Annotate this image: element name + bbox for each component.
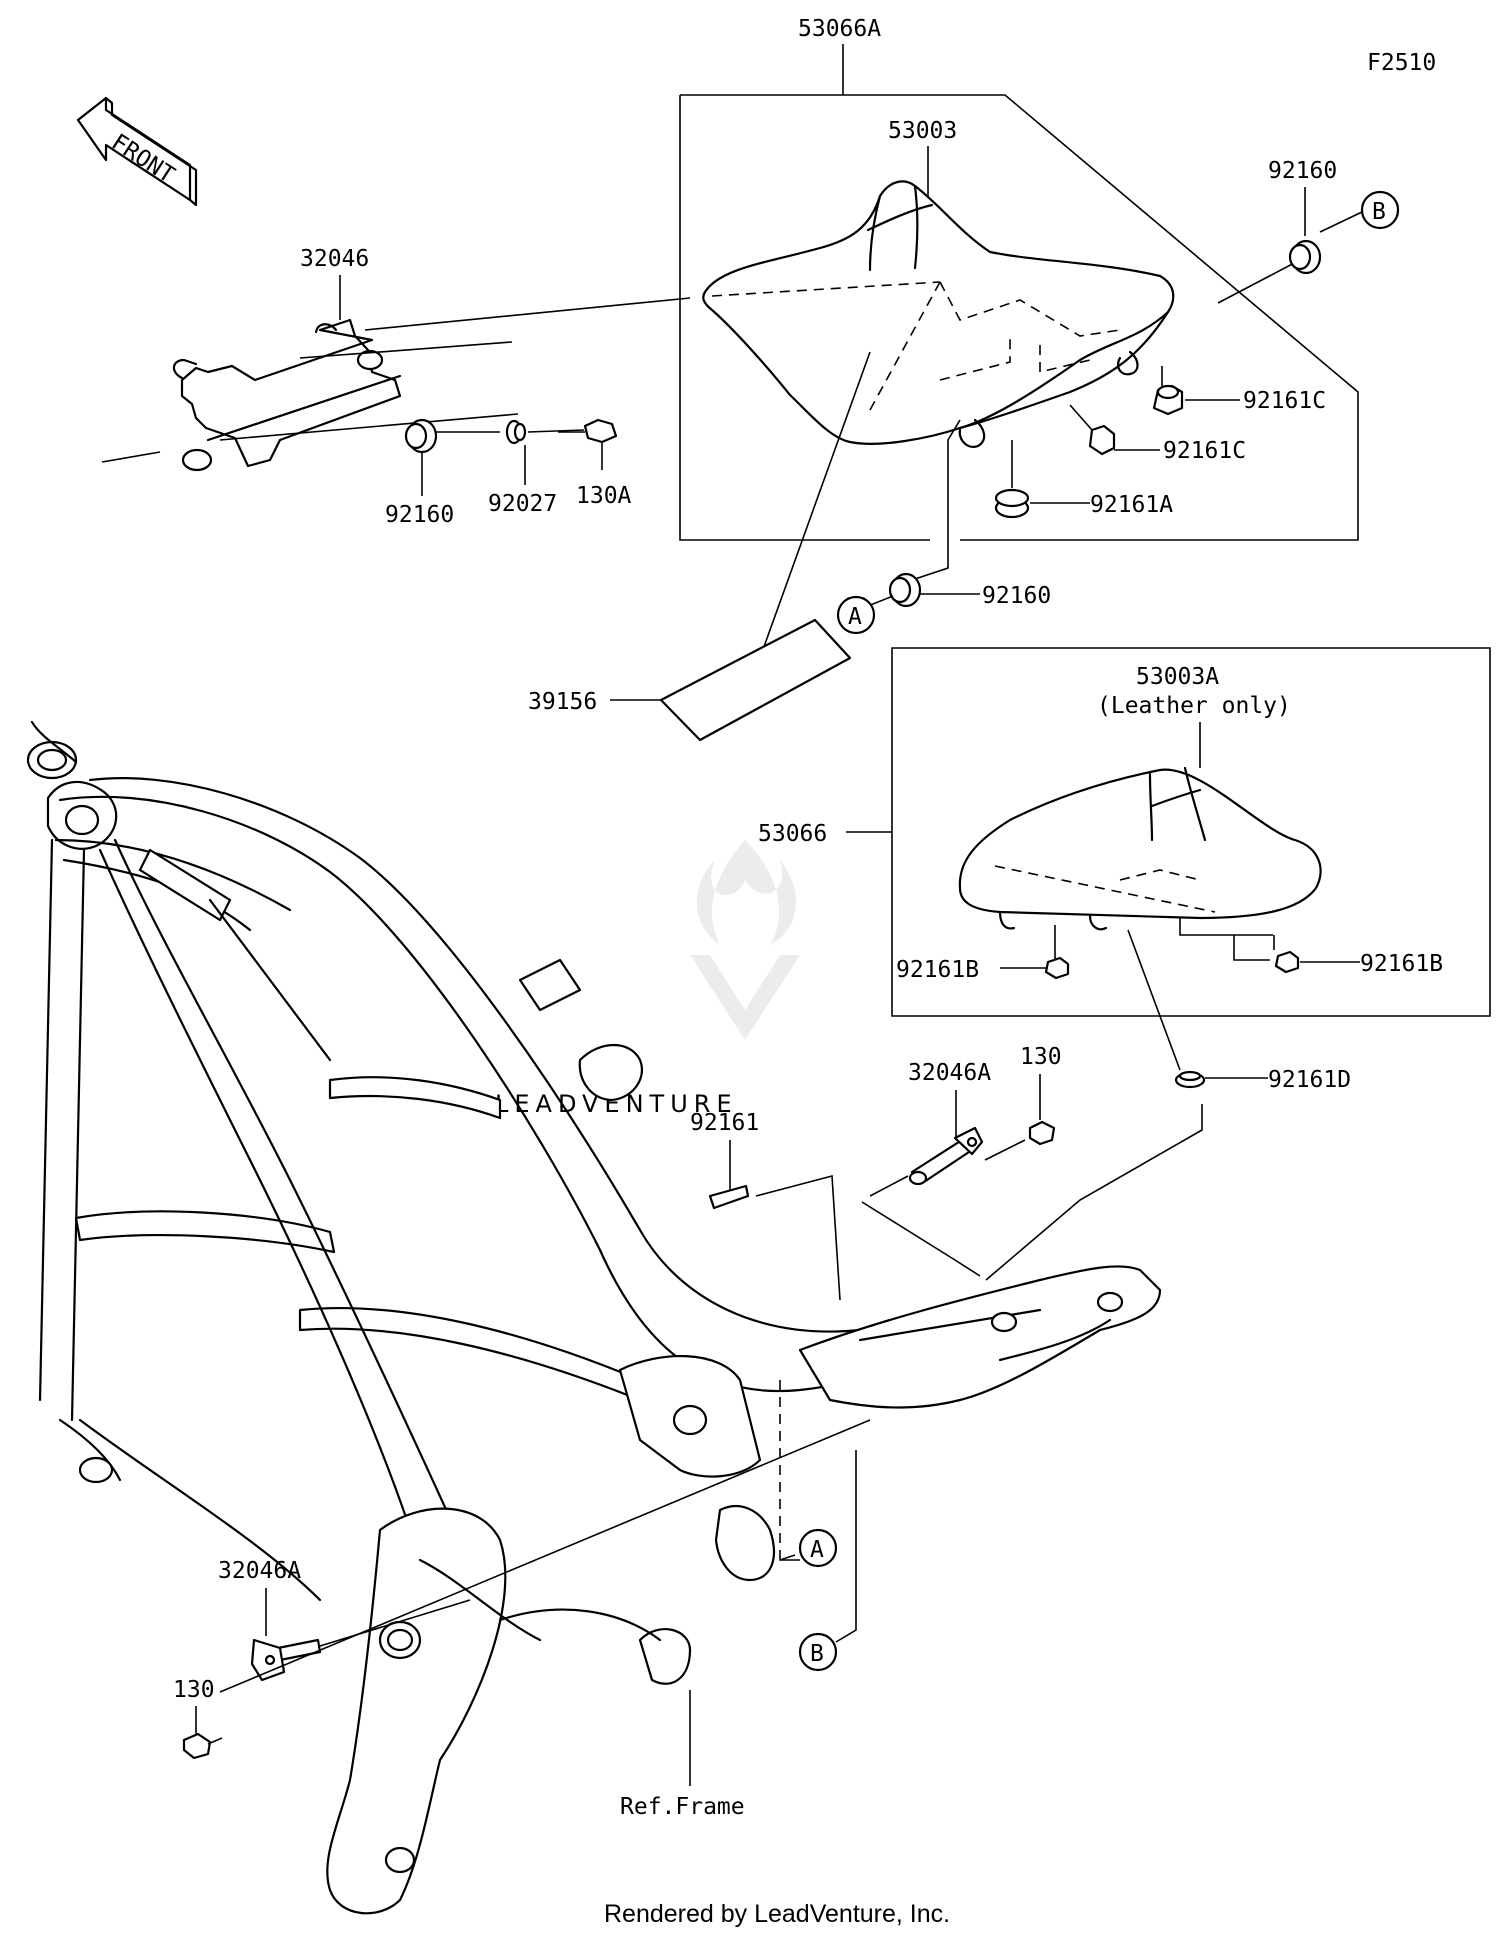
label-damper-left: 92160 [385, 502, 454, 528]
label-washer: 92027 [488, 491, 557, 517]
footer-credit: Rendered by LeadVenture, Inc. [604, 1900, 950, 1928]
bolt-left-icon [182, 1732, 223, 1760]
label-pin-left: 32046A [218, 1558, 301, 1584]
figure-code: F2510 [1367, 50, 1436, 76]
label-damper-b-right: 92161B [1360, 951, 1443, 977]
damper-left-icon [404, 418, 438, 454]
label-damper-a-callout: 92160 [982, 583, 1051, 609]
seat-cover-assembly-group: 53066 53003A (Leather only) 92161B [758, 647, 1491, 1017]
callout-a-bottom-text: A [810, 1537, 824, 1563]
label-seat-cover-note: (Leather only) [1097, 693, 1291, 719]
damper-c-upper-icon [1152, 384, 1184, 416]
seat-assembly-group: 53066A 53003 92160 [364, 16, 1400, 541]
washer-icon [505, 419, 527, 445]
label-damper-frame: 92161 [690, 1110, 759, 1136]
label-damper-a: 92161A [1090, 492, 1173, 518]
damper-a-icon [994, 488, 1030, 519]
callout-b-top-text: B [1372, 199, 1386, 225]
damper-a-callout-icon [888, 572, 922, 608]
label-ref-frame: Ref.Frame [620, 1794, 745, 1820]
front-arrow-icon: FRONT [76, 96, 198, 207]
callout-b-bottom-text: B [810, 1641, 824, 1667]
watermark-v-icon [690, 955, 800, 1040]
label-seat-cover: 53003A [1136, 664, 1219, 690]
label-bolt-left: 130 [173, 1677, 215, 1703]
damper-c-lower-icon [1088, 424, 1116, 456]
bolt-right-icon [1028, 1120, 1056, 1146]
callout-a-top-text: A [848, 604, 862, 630]
damper-b-right-icon [1274, 950, 1300, 974]
label-seat-assy: 53066A [798, 16, 881, 42]
label-sticker: 39156 [528, 689, 597, 715]
label-bolt-right: 130 [1020, 1044, 1062, 1070]
pin-left-icon [250, 1638, 322, 1682]
seat-bracket [172, 318, 402, 472]
callout-a-top: A [836, 595, 876, 635]
pin-right-icon [908, 1126, 984, 1186]
seat [702, 180, 1175, 448]
callout-b-top: B [1360, 190, 1400, 230]
damper-b-top-icon [1288, 239, 1322, 275]
label-damper-c-lower: 92161C [1163, 438, 1246, 464]
label-damper-b-left: 92161B [896, 957, 979, 983]
label-bolt-top: 130A [576, 483, 632, 509]
damper-d-icon [1174, 1070, 1206, 1089]
label-seat-cover-assy: 53066 [758, 821, 827, 847]
seat-cover [958, 766, 1322, 931]
sticker-icon [659, 618, 852, 742]
callout-a-bottom: A [798, 1528, 838, 1568]
callout-b-bottom: B [798, 1632, 838, 1672]
damper-b-left-icon [1044, 956, 1070, 980]
label-bracket: 32046 [300, 246, 369, 272]
bolt-top-icon [558, 418, 618, 444]
damper-frame-icon [708, 1184, 750, 1210]
label-damper-b-top: 92160 [1268, 158, 1337, 184]
watermark-flame-icon [696, 840, 797, 945]
label-damper-d: 92161D [1268, 1067, 1351, 1093]
label-damper-c-upper: 92161C [1243, 388, 1326, 414]
label-seat: 53003 [888, 118, 957, 144]
label-pin-right: 32046A [908, 1060, 991, 1086]
motorcycle-frame [26, 720, 1162, 1915]
